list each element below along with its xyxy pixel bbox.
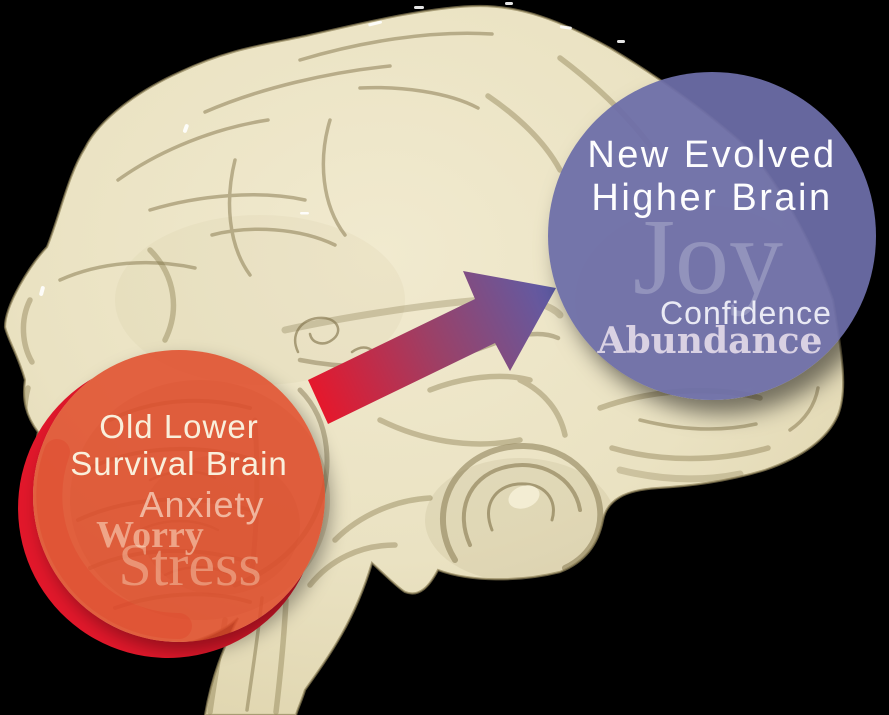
- old-brain-title: Old Lower Survival Brain: [33, 408, 325, 482]
- new-word-confidence: Confidence: [660, 295, 832, 331]
- new-brain-title-line2: Higher Brain: [591, 177, 833, 219]
- old-brain-circle: Old Lower Survival Brain Anxiety Worry S…: [33, 350, 325, 642]
- new-brain-circle: New Evolved Higher Brain Joy Confidence …: [548, 72, 876, 400]
- new-word-joy: Joy: [632, 198, 784, 317]
- pencil-specks: [39, 2, 625, 296]
- old-brain-title-line1: Old Lower: [99, 408, 259, 445]
- new-brain-title: New Evolved Higher Brain: [548, 134, 876, 220]
- old-word-worry: Worry: [96, 514, 204, 556]
- old-word-anxiety: Anxiety: [139, 484, 265, 525]
- new-brain-title-line1: New Evolved: [587, 134, 837, 176]
- transition-arrow-shape: [308, 271, 556, 424]
- new-word-abundance: Abundance: [597, 320, 823, 362]
- brain-swirl: [439, 442, 604, 571]
- brain-highlight-blob: [508, 485, 540, 509]
- old-word-stress: Stress: [118, 532, 262, 598]
- old-brain-title-line2: Survival Brain: [70, 445, 288, 482]
